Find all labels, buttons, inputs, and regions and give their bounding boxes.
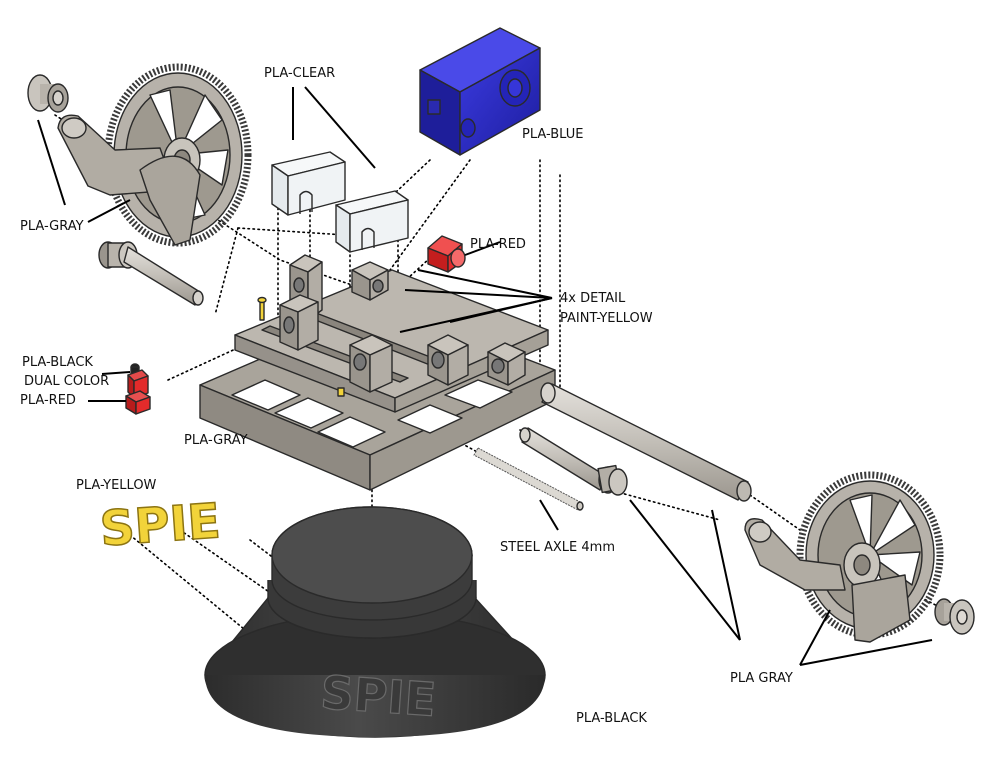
label-pla-red-top: PLA-RED	[470, 237, 526, 252]
right-end-cap	[934, 598, 975, 635]
clear-covers	[271, 151, 409, 253]
leader-lines	[37, 86, 933, 666]
label-pla-gray-right: PLA GRAY	[730, 671, 793, 686]
left-end-cap	[27, 74, 69, 113]
chassis-tower-5	[427, 334, 469, 386]
chassis-tower-6	[487, 342, 526, 386]
left-lever-arm	[57, 114, 201, 246]
clear-cover-right	[335, 190, 409, 253]
label-pla-clear: PLA-CLEAR	[264, 66, 335, 81]
label-pla-black: PLA-BLACK	[22, 355, 93, 370]
main-chassis	[199, 254, 556, 491]
yellow-lettering: SPIE	[98, 493, 222, 557]
right-long-rod	[540, 382, 752, 502]
chassis-tower-2	[279, 294, 319, 351]
chassis-tower-3	[351, 261, 389, 301]
red-black-dual-part	[125, 363, 151, 415]
black-base: SPIE	[204, 506, 546, 738]
blue-controller-box	[419, 27, 541, 156]
label-pla-gray-base: PLA-GRAY	[184, 433, 248, 448]
label-pla-red-left: PLA-RED	[20, 393, 76, 408]
label-detail-line2: PAINT-YELLOW	[560, 311, 653, 326]
yellow-detail-pins	[257, 296, 345, 397]
right-short-rod	[519, 427, 628, 496]
part-labels: PLA-CLEAR PLA-BLUE PLA-GRAY PLA-RED 4x D…	[20, 66, 793, 726]
label-pla-blue: PLA-BLUE	[522, 127, 583, 142]
label-detail-line1: 4x DETAIL	[560, 291, 626, 306]
steel-axle	[473, 447, 584, 511]
label-pla-black-base: PLA-BLACK	[576, 711, 647, 726]
label-steel-axle: STEEL AXLE 4mm	[500, 540, 615, 555]
chassis-tower-4	[349, 334, 393, 393]
red-motor-part	[427, 235, 466, 273]
label-dual-color: DUAL COLOR	[24, 374, 109, 389]
label-pla-yellow: PLA-YELLOW	[76, 478, 157, 493]
clear-cover-left	[271, 151, 346, 216]
left-gear-assembly	[27, 63, 252, 306]
left-pinion-rod	[98, 241, 204, 306]
right-lever-arm	[744, 518, 911, 643]
base-embossed-text: SPIE	[319, 665, 438, 727]
right-gear-assembly	[744, 471, 975, 643]
label-pla-gray-left: PLA-GRAY	[20, 219, 84, 234]
